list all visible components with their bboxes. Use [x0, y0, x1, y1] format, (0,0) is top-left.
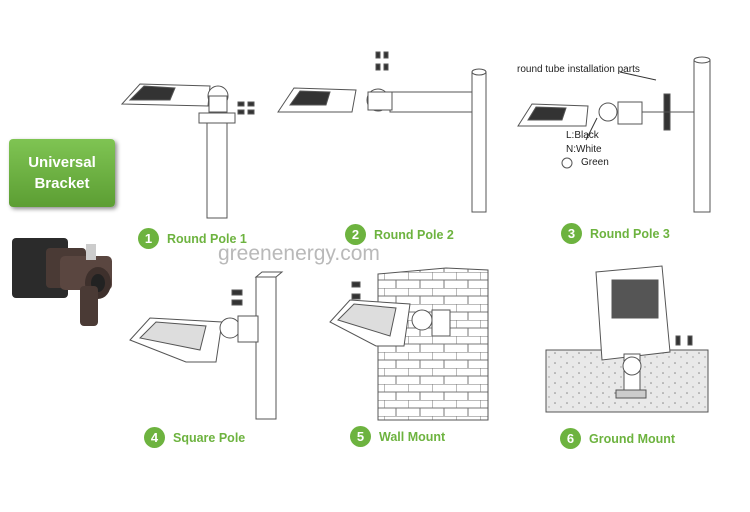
- bracket-photo: [12, 238, 112, 326]
- step-3: 3 Round Pole 3: [561, 223, 670, 244]
- panel-round-pole-3: [517, 56, 711, 213]
- badge-line-2: Bracket: [34, 175, 90, 192]
- step-label: Round Pole 2: [374, 227, 454, 242]
- step-5: 5 Wall Mount: [350, 426, 445, 447]
- step-number: 2: [345, 224, 366, 245]
- step-number: 1: [138, 228, 159, 249]
- panel-ground-mount: [545, 265, 709, 413]
- step-number: 4: [144, 427, 165, 448]
- step-label: Square Pole: [173, 430, 246, 445]
- step-2: 2 Round Pole 2: [345, 224, 454, 245]
- step-label: Wall Mount: [379, 429, 446, 444]
- step-number: 5: [350, 426, 371, 447]
- wiring-l: L:Black: [566, 130, 599, 141]
- step-label: Round Pole 3: [590, 226, 670, 241]
- watermark: greenenergy.com: [218, 242, 380, 265]
- universal-bracket-badge: Universal Bracket: [9, 139, 115, 207]
- step-label: Ground Mount: [589, 431, 676, 446]
- panel-round-pole-1: [120, 83, 255, 219]
- step-4: 4 Square Pole: [144, 427, 245, 448]
- parts-note: round tube installation parts: [517, 64, 640, 75]
- badge-line-1: Universal: [28, 154, 96, 171]
- step-6: 6 Ground Mount: [560, 428, 675, 449]
- wiring-n: N:White: [566, 144, 602, 155]
- step-label: Round Pole 1: [167, 231, 247, 246]
- step-1: 1 Round Pole 1: [138, 228, 247, 249]
- wiring-g: Green: [581, 157, 609, 168]
- panel-round-pole-2: [277, 51, 487, 213]
- step-number: 6: [560, 428, 581, 449]
- step-number: 3: [561, 223, 582, 244]
- panel-square-pole: [129, 271, 284, 420]
- panel-wall-mount: [329, 267, 489, 421]
